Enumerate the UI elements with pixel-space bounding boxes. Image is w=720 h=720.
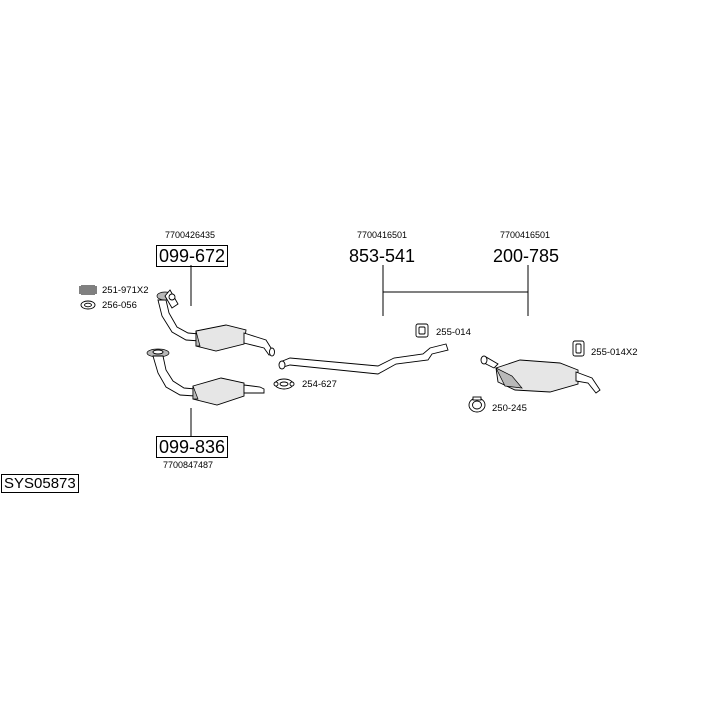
part-number-cat-upper[interactable]: 099-672 <box>156 245 229 267</box>
label-hanger-middle[interactable]: 255-014 <box>436 327 471 338</box>
rear-silencer <box>480 355 601 394</box>
gasket-icon <box>80 300 96 310</box>
oem-cat-lower: 7700847487 <box>163 460 214 470</box>
label-ring-clamp[interactable]: 250-245 <box>492 403 527 414</box>
catalytic-converter-upper <box>156 289 275 357</box>
oem-middle-pipe: 7700416501 <box>357 230 408 240</box>
catalytic-converter-lower <box>146 348 265 406</box>
middle-pipe <box>278 343 449 375</box>
hanger-rear-icon <box>572 340 585 357</box>
system-code: SYS05873 <box>1 474 79 493</box>
part-number-cat-lower[interactable]: 099-836 <box>156 436 229 458</box>
part-number-middle-pipe[interactable]: 853-541 <box>349 246 416 266</box>
oem-cat-upper: 7700426435 <box>165 230 216 240</box>
ring-clamp-icon <box>468 396 486 413</box>
clamp-icon <box>273 378 295 390</box>
part-number-rear-silencer[interactable]: 200-785 <box>493 246 560 266</box>
oem-rear-silencer: 7700416501 <box>500 230 551 240</box>
hanger-icon <box>415 323 429 338</box>
label-spring[interactable]: 251-971X2 <box>102 285 149 296</box>
label-clamp[interactable]: 254-627 <box>302 379 337 390</box>
label-gasket[interactable]: 256-056 <box>102 300 137 311</box>
label-hanger-rear[interactable]: 255-014X2 <box>591 347 638 358</box>
spring-icon <box>79 285 97 295</box>
